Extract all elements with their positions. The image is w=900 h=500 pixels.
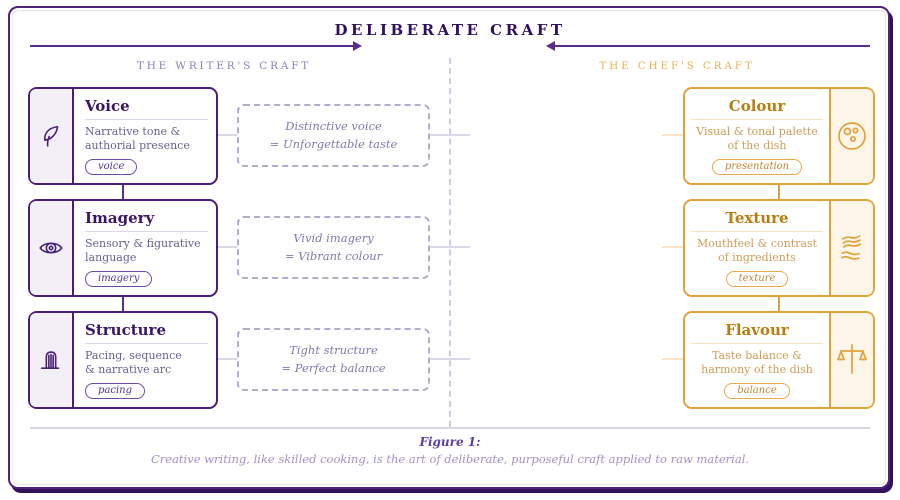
connector-right-stub: [662, 246, 683, 248]
quill-icon: [36, 121, 66, 151]
icon-strip: [30, 201, 74, 295]
card-flavour: Flavour Taste balance & harmony of the d…: [683, 311, 875, 409]
card-structure: Structure Pacing, sequence & narrative a…: [28, 311, 218, 409]
connector-right-stub: [662, 134, 683, 136]
equation-line-2: = Perfect balance: [281, 360, 386, 375]
title-rule: [85, 231, 208, 232]
tag-badge: texture: [725, 271, 789, 288]
card-title: Texture: [725, 209, 789, 227]
connector-left-stub: [216, 134, 237, 136]
card-voice: Voice Narrative tone & authorial presenc…: [28, 87, 218, 185]
vertical-connector: [778, 297, 780, 311]
card-description: Visual & tonal palette of the dish: [691, 125, 823, 153]
row-imagery-texture: Imagery Sensory & figurative language im…: [0, 199, 900, 297]
left-inward-arrow: [30, 41, 362, 51]
equation-box-voice-taste: Distinctive voice = Unforgettable taste: [237, 104, 430, 167]
card-content: Voice Narrative tone & authorial presenc…: [74, 89, 216, 183]
card-title: Structure: [85, 321, 166, 339]
desc-line-2: authorial presence: [85, 139, 190, 153]
icon-strip: [829, 89, 873, 183]
card-description: Mouthfeel & contrast of ingredients: [691, 237, 823, 265]
desc-line-1: Taste balance &: [712, 349, 802, 362]
figure-label: Figure 1:: [419, 435, 481, 449]
right-inward-arrow: [546, 41, 870, 51]
connector-middle-stub: [429, 246, 470, 248]
card-content: Flavour Taste balance & harmony of the d…: [685, 313, 829, 407]
tag-badge: voice: [85, 159, 138, 176]
icon-strip: [829, 201, 873, 295]
title-rule: [85, 119, 208, 120]
caption-divider: [30, 427, 870, 429]
desc-line-2: of ingredients: [718, 251, 796, 265]
card-title: Voice: [85, 97, 130, 115]
tag-badge: presentation: [711, 159, 803, 176]
desc-line-2: language: [85, 251, 137, 265]
connector-right-stub: [662, 358, 683, 360]
card-content: Imagery Sensory & figurative language im…: [74, 201, 216, 295]
card-colour: Colour Visual & tonal palette of the dis…: [683, 87, 875, 185]
title-rule: [691, 119, 823, 120]
icon-strip: [829, 313, 873, 407]
card-title: Imagery: [85, 209, 155, 227]
texture-waves-icon: [835, 231, 869, 265]
card-content: Colour Visual & tonal palette of the dis…: [685, 89, 829, 183]
equation-line-1: Distinctive voice: [285, 118, 382, 133]
card-title: Colour: [728, 97, 786, 115]
tag-badge: balance: [724, 383, 790, 400]
equation-box-imagery-colour: Vivid imagery = Vibrant colour: [237, 216, 430, 279]
tag-badge: pacing: [85, 383, 146, 400]
eye-icon: [36, 233, 66, 263]
equation-line-2: = Vibrant colour: [284, 248, 383, 263]
title-rule: [85, 343, 208, 344]
card-description: Sensory & figurative language: [85, 237, 208, 265]
vertical-connector: [778, 185, 780, 199]
title-rule: [691, 231, 823, 232]
desc-line-1: Visual & tonal palette: [696, 125, 818, 138]
figure-caption: Creative writing, like skilled cooking, …: [150, 452, 750, 466]
connector-left-stub: [216, 246, 237, 248]
desc-line-2: & narrative arc: [85, 363, 172, 377]
icon-strip: [30, 89, 74, 183]
chef-section-label: THE CHEF'S CRAFT: [599, 60, 755, 72]
tag-badge: imagery: [85, 271, 153, 288]
card-description: Narrative tone & authorial presence: [85, 125, 208, 153]
desc-line-1: Narrative tone &: [85, 125, 181, 138]
card-texture: Texture Mouthfeel & contrast of ingredie…: [683, 199, 875, 297]
equation-line-1: Vivid imagery: [293, 230, 374, 245]
desc-line-1: Pacing, sequence: [85, 349, 182, 362]
card-title: Flavour: [725, 321, 789, 339]
vertical-connector: [122, 297, 124, 311]
columns-icon: [36, 345, 66, 375]
card-imagery: Imagery Sensory & figurative language im…: [28, 199, 218, 297]
title-rule: [691, 343, 823, 344]
desc-line-1: Mouthfeel & contrast: [696, 237, 818, 250]
center-divider-dashed-line: [449, 58, 451, 427]
row-structure-flavour: Structure Pacing, sequence & narrative a…: [0, 311, 900, 409]
desc-line-2: of the dish: [727, 139, 787, 153]
vertical-connector: [122, 185, 124, 199]
equation-line-1: Tight structure: [289, 342, 378, 357]
equation-line-2: = Unforgettable taste: [269, 136, 398, 151]
diagram-title: DELIBERATE CRAFT: [334, 21, 566, 39]
connector-middle-stub: [429, 134, 470, 136]
connector-middle-stub: [429, 358, 470, 360]
connector-left-stub: [216, 358, 237, 360]
card-content: Structure Pacing, sequence & narrative a…: [74, 313, 216, 407]
writer-section-label: THE WRITER'S CRAFT: [136, 60, 312, 72]
card-content: Texture Mouthfeel & contrast of ingredie…: [685, 201, 829, 295]
icon-strip: [30, 313, 74, 407]
card-description: Pacing, sequence & narrative arc: [85, 349, 208, 377]
row-voice-colour: Voice Narrative tone & authorial presenc…: [0, 87, 900, 185]
desc-line-2: harmony of the dish: [701, 363, 813, 377]
desc-line-1: Sensory & figurative: [85, 237, 201, 250]
palette-icon: [835, 119, 869, 153]
card-description: Taste balance & harmony of the dish: [691, 349, 823, 377]
balance-scale-icon: [836, 342, 868, 378]
equation-box-structure-balance: Tight structure = Perfect balance: [237, 328, 430, 391]
